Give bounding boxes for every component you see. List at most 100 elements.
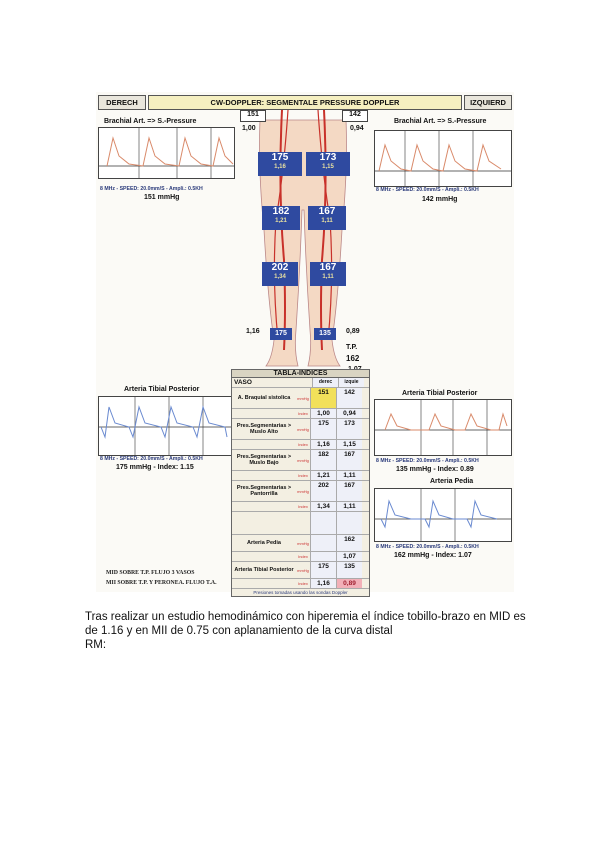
header-right-label: IZQUIERD — [464, 95, 512, 110]
row-derec-index: 1,16 — [310, 440, 336, 449]
table-note: Presiones tomadas usando las sondas Dopp… — [253, 590, 348, 595]
row-izq-index: 1,11 — [336, 502, 362, 511]
footer-line-2: MII SOBRE T.P. Y PERONEA. FLUJO T.A. — [106, 580, 217, 586]
row-name: Pres.Segmentarias > Muslo Bajo — [236, 454, 292, 466]
tibial-right-label: Arteria Tibial Posterior — [402, 390, 478, 397]
row-tag: Index — [298, 504, 308, 509]
row-derec-index: 1,34 — [310, 502, 336, 511]
row-izq: 167 — [336, 450, 362, 470]
pedia-right-waveform — [374, 488, 512, 542]
ankle-right-index: 1,16 — [246, 328, 260, 335]
row-tag: Index — [298, 473, 308, 478]
row-izq-index: 0,94 — [336, 409, 362, 418]
clinical-text-line-3: RM: — [85, 639, 107, 651]
row-izq-index: 0,89 — [336, 579, 362, 588]
row-tag: mmHg — [297, 488, 309, 494]
tp-value: 162 — [346, 354, 360, 363]
pedia-right-caption: 8 MHz - SPEED: 20.0mm/S - Ampli.: 0.5KH — [376, 544, 479, 550]
brachial-right-caption: 8 MHz - SPEED: 20.0mm/S - Ampli.: 0.5KH — [376, 187, 479, 193]
col-derec: derec — [312, 378, 338, 387]
waveform-trace — [99, 397, 231, 455]
tibial-left-caption: 8 MHz - SPEED: 20.0mm/S - Ampli.: 0.5KH — [100, 456, 203, 462]
row-derec-index: 1,00 — [310, 409, 336, 418]
col-izq: izquie — [338, 378, 364, 387]
row-izq: 135 — [336, 562, 362, 578]
tp-label: T.P. — [346, 344, 358, 351]
waveform-trace — [375, 400, 511, 455]
pedia-right-label: Arteria Pedia — [430, 478, 474, 485]
thigh-low-right-index: 1,21 — [275, 218, 287, 224]
tibial-left-waveform — [98, 396, 232, 456]
thigh-low-right-band: 182 1,21 — [262, 206, 300, 230]
calf-left-value: 167 — [319, 262, 337, 273]
row-derec: 175 — [310, 562, 336, 578]
row-izq: 162 — [336, 535, 362, 551]
legs-artery-diagram: 151 142 175 1,16 173 1,15 182 1,21 167 1… — [238, 109, 368, 375]
row-tag: Index — [298, 554, 308, 559]
row-tag: Index — [298, 411, 308, 416]
ankle-left-band: 135 — [314, 328, 336, 340]
col-vaso: VASO — [234, 379, 252, 386]
tibial-right-waveform — [374, 399, 512, 456]
row-derec-index: 1,21 — [310, 471, 336, 480]
row-tag: mmHg — [297, 395, 309, 401]
row-izq-index: 1,15 — [336, 440, 362, 449]
row-tag: mmHg — [297, 540, 309, 546]
arm-left-index: 0,94 — [350, 125, 364, 132]
legs-illustration — [259, 109, 347, 367]
clinical-text: Tras realizar un estudio hemodinámico co… — [85, 610, 535, 652]
arm-left-value: 142 — [342, 110, 368, 122]
table-header-row: VASO derec izquie — [232, 378, 369, 388]
thigh-low-left-value: 167 — [318, 206, 336, 217]
header-left-label: DERECH — [98, 95, 146, 110]
ankle-right-value: 175 — [275, 330, 287, 337]
thigh-low-right-value: 182 — [272, 206, 290, 217]
calf-right-value: 202 — [271, 262, 289, 273]
ankle-right-band: 175 — [270, 328, 292, 340]
row-derec-index: 1,16 — [310, 579, 336, 588]
thigh-high-left-value: 173 — [319, 152, 337, 163]
row-derec-index — [310, 552, 336, 561]
report-title: CW-DOPPLER: SEGMENTALE PRESSURE DOPPLER — [148, 95, 462, 110]
row-derec: 202 — [310, 481, 336, 501]
row-tag: mmHg — [297, 567, 309, 573]
arm-right-value: 151 — [240, 110, 266, 122]
row-tag: mmHg — [297, 457, 309, 463]
doppler-report-image: DERECH CW-DOPPLER: SEGMENTALE PRESSURE D… — [96, 92, 514, 597]
row-tag: Index — [298, 442, 308, 447]
indices-table: TABLA-INDICES VASO derec izquie A. Braqu… — [231, 369, 370, 597]
row-name: Pres.Segmentarias > Muslo Alto — [236, 423, 292, 435]
row-derec: 182 — [310, 450, 336, 470]
brachial-right-waveform — [374, 130, 512, 187]
thigh-high-left-index: 1,15 — [322, 164, 334, 170]
thigh-high-left-band: 173 1,15 — [306, 152, 350, 176]
row-derec — [310, 535, 336, 551]
row-name: Pres.Segmentarias > Pantorrilla — [236, 485, 292, 497]
tibial-left-value: 175 mmHg - Index: 1.15 — [116, 464, 194, 471]
brachial-right-label: Brachial Art. => S.-Pressure — [394, 118, 487, 125]
row-izq: 173 — [336, 419, 362, 439]
waveform-trace — [99, 128, 234, 178]
brachial-left-label: Brachial Art. => S.-Pressure — [104, 118, 197, 125]
ankle-left-index: 0,89 — [346, 328, 360, 335]
table-title: TABLA-INDICES — [232, 370, 369, 378]
waveform-trace — [375, 489, 511, 541]
footer-line-1: MID SOBRE T.P. FLUJO 3 VASOS — [106, 570, 195, 576]
row-izq: 142 — [336, 388, 362, 408]
pedia-right-value: 162 mmHg - Index: 1.07 — [394, 552, 472, 559]
ankle-left-value: 135 — [319, 330, 331, 337]
row-derec: 175 — [310, 419, 336, 439]
clinical-text-line-1: Tras realizar un estudio hemodinámico co… — [85, 611, 526, 623]
row-derec: 151 — [310, 388, 336, 408]
clinical-text-line-2: de 1.16 y en MII de 0.75 con aplanamient… — [85, 625, 393, 637]
arm-right-index: 1,00 — [242, 125, 256, 132]
row-tag: mmHg — [297, 426, 309, 432]
brachial-right-value: 142 mmHg — [422, 196, 458, 203]
brachial-left-value: 151 mmHg — [144, 194, 180, 201]
